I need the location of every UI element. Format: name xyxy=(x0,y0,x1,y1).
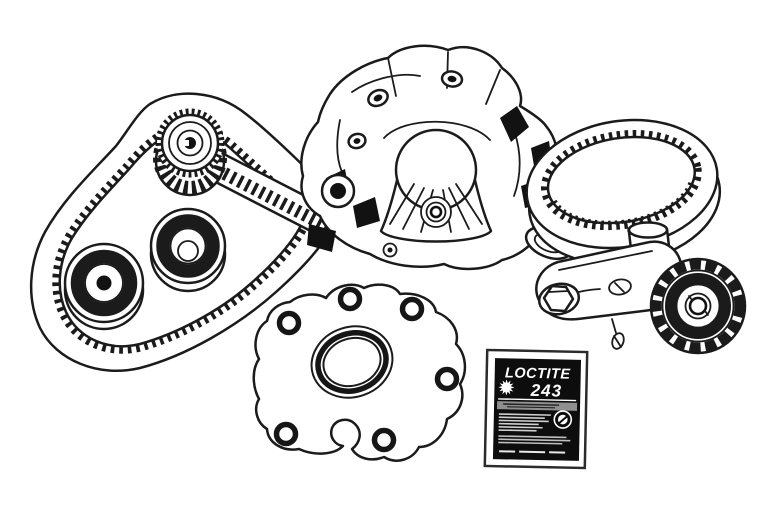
label-divider xyxy=(498,398,577,402)
label-fine-print xyxy=(498,413,551,432)
loctite-bottle: LOCTITE 243 xyxy=(483,348,589,470)
fine-print-line xyxy=(507,406,556,409)
starburst-icon xyxy=(498,379,515,396)
fine-print-line xyxy=(498,413,551,416)
tensioner-bolt-hex xyxy=(542,284,575,313)
tensioner-pulley-circlip xyxy=(688,296,708,316)
label-fine-print-lower xyxy=(498,435,571,445)
gasket-outline xyxy=(252,283,467,462)
fine-print-line xyxy=(503,403,560,406)
tensioner-pulley xyxy=(649,257,747,355)
fine-print-line xyxy=(519,450,546,454)
fine-print-line xyxy=(498,441,563,445)
fine-print-line xyxy=(498,426,543,429)
water-pump-gasket xyxy=(252,283,467,462)
tensioner-pin xyxy=(611,318,625,350)
sprocket-keyway xyxy=(184,140,189,146)
fine-print-line xyxy=(498,438,571,442)
sprocket-rim-teeth xyxy=(155,108,225,178)
label-gray-band xyxy=(496,401,578,411)
timing-belt-right-loop xyxy=(525,118,722,266)
idler-pulley-lower xyxy=(63,242,145,331)
gasket-bolt-hole xyxy=(371,427,397,453)
pump-bolt-boss-top-center xyxy=(440,70,464,88)
fine-print-line xyxy=(499,450,516,453)
gasket-bolt-hole xyxy=(399,296,425,322)
pump-ear-hole xyxy=(382,242,398,258)
idler-pulley-upper xyxy=(149,207,227,293)
circlip-ears xyxy=(688,295,709,316)
tensioner-pulley-flutes xyxy=(651,259,745,353)
idler-upper-bore xyxy=(177,240,199,262)
pump-shadow-pockets xyxy=(307,106,553,252)
fine-print-line xyxy=(498,429,537,432)
fine-print-line xyxy=(498,419,549,423)
tensioner-bolt xyxy=(537,282,581,316)
camshaft-sprocket xyxy=(153,108,227,197)
belt-tensioner-assembly xyxy=(535,221,747,355)
belt-band xyxy=(31,93,341,371)
idler-lower-bore xyxy=(96,275,112,291)
water-pump xyxy=(300,44,574,271)
pump-rib-lines xyxy=(336,51,521,197)
loctite-brand-text: LOCTITE xyxy=(505,365,572,382)
gasket-bolt-hole xyxy=(273,421,299,447)
fine-print-line xyxy=(498,422,539,426)
right-belt-far-teeth xyxy=(552,178,694,225)
pump-mount-boss xyxy=(320,173,356,209)
gasket-bolt-hole xyxy=(276,310,302,336)
gasket-bolt-hole xyxy=(337,286,363,312)
fine-print-line xyxy=(549,451,566,454)
loctite-number-text: 243 xyxy=(530,381,563,401)
fine-print-line xyxy=(498,416,545,419)
henkel-logo-icon xyxy=(553,410,573,429)
fine-print-line xyxy=(498,435,567,439)
gasket-center-ring xyxy=(310,325,394,399)
label-bottom-line xyxy=(499,450,566,454)
pump-bolt-boss-left xyxy=(347,132,367,150)
belt-outer-edge xyxy=(29,92,342,372)
water-pump-cone xyxy=(379,128,493,243)
pump-hub-seal xyxy=(429,205,443,219)
right-belt-inner-edge xyxy=(546,135,697,225)
tensioner-slot-line xyxy=(614,282,625,293)
gasket-bolt-hole xyxy=(434,366,460,392)
pump-bolt-boss-top-left xyxy=(367,88,389,108)
tensioner-pulley-seal xyxy=(665,273,731,339)
idler-upper-bearing-seal xyxy=(156,214,220,278)
idler-lower-bearing-seal xyxy=(70,249,138,317)
